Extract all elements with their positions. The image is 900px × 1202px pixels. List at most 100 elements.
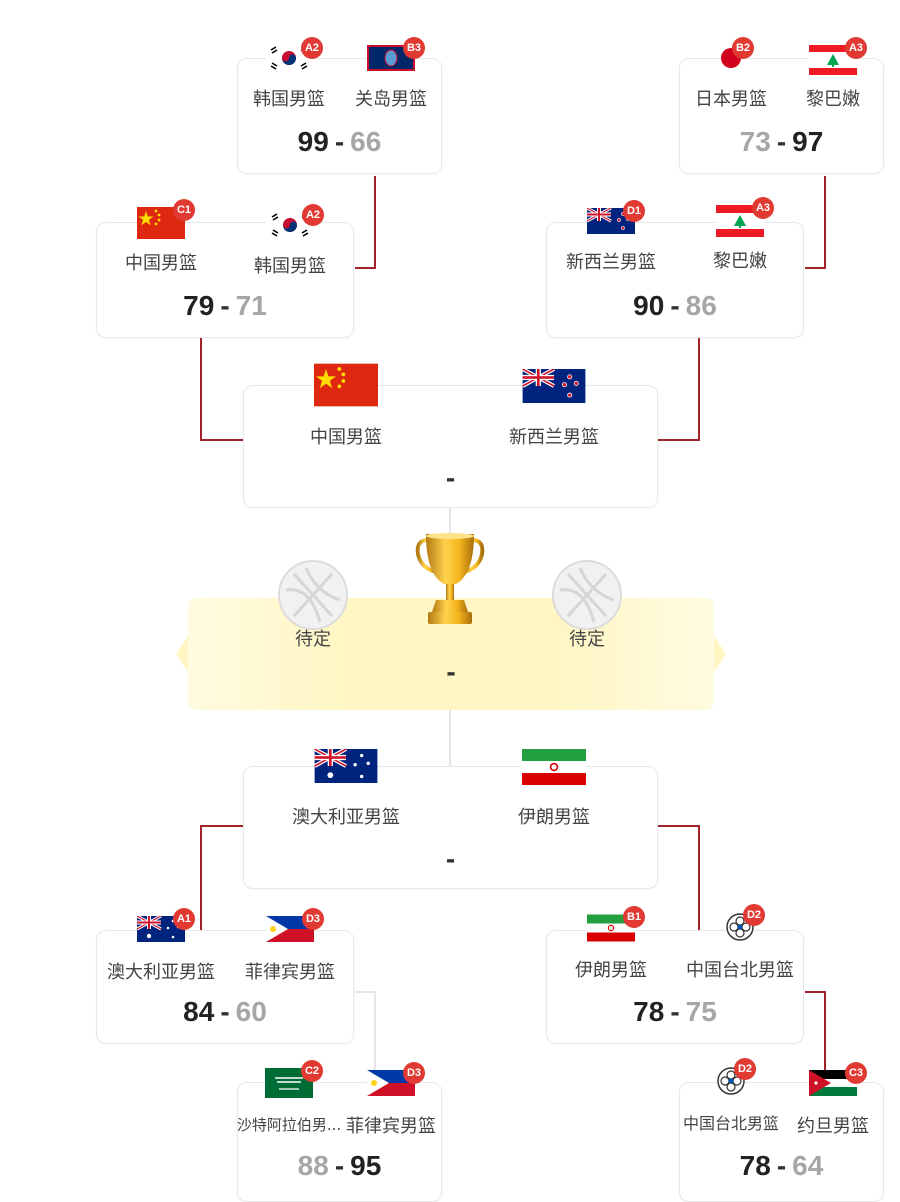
seed-badge: B2: [732, 37, 754, 59]
chinese-taipei-flag-icon: D2: [725, 904, 765, 942]
basketball-icon: [278, 560, 348, 630]
team-name: 关岛男篮: [355, 89, 427, 110]
seed-badge: C3: [845, 1062, 867, 1084]
seed-badge: C1: [173, 199, 195, 221]
team-philippines[interactable]: D3 菲律宾男篮: [230, 908, 350, 984]
seed-badge: D1: [623, 200, 645, 222]
team-name: 日本男篮: [695, 89, 767, 110]
match-score: -: [445, 843, 456, 874]
seed-badge: B3: [403, 37, 425, 59]
team-china[interactable]: C1 中国男篮: [101, 199, 221, 275]
team-name: 沙特阿拉伯男...: [236, 1116, 342, 1134]
seed-badge: A3: [752, 197, 774, 219]
team-name: 黎巴嫩: [713, 251, 767, 272]
lebanon-flag-icon: A3: [809, 37, 867, 75]
jordan-flag-icon: C3: [809, 1062, 867, 1096]
qf-match-3[interactable]: [96, 930, 354, 1044]
final-left-arrow: [176, 636, 188, 672]
team-name: 伊朗男篮: [575, 960, 647, 981]
team-guam[interactable]: B3 关岛男篮: [331, 37, 451, 111]
final-team-away: 待定: [569, 629, 605, 650]
seed-badge: D2: [743, 904, 765, 926]
qf-match-1[interactable]: [96, 222, 354, 338]
sf-match-2[interactable]: [243, 766, 658, 889]
philippines-flag-icon: D3: [367, 1062, 425, 1096]
team-name: 中国台北男篮: [682, 1114, 779, 1133]
new-zealand-flag-icon: D1: [587, 200, 645, 234]
seed-badge: D2: [734, 1058, 756, 1080]
team-name: 新西兰男篮: [566, 252, 656, 273]
team-name: 菲律宾男篮: [245, 962, 335, 983]
team-new-zealand[interactable]: 新西兰男篮: [494, 369, 614, 449]
lebanon-flag-icon: A3: [716, 197, 774, 237]
team-korea[interactable]: A2 韩国男篮: [229, 37, 349, 111]
team-saudi-arabia[interactable]: C2 沙特阿拉伯男...: [229, 1060, 349, 1135]
team-chinese-taipei[interactable]: D2 中国台北男篮: [680, 904, 800, 982]
team-chinese-taipei[interactable]: D2 中国台北男篮: [671, 1058, 791, 1134]
r16-match-1[interactable]: [237, 58, 442, 174]
team-korea[interactable]: A2 韩国男篮: [230, 204, 350, 278]
saudi-flag-icon: C2: [265, 1060, 323, 1098]
korea-flag-icon: A2: [265, 37, 323, 71]
iran-flag-icon: B1: [587, 906, 645, 942]
seed-badge: B1: [623, 906, 645, 928]
match-score: 79-71: [183, 290, 267, 321]
korea-flag-icon: A2: [266, 204, 324, 238]
r16-match-3[interactable]: [237, 1082, 442, 1202]
final-score: -: [446, 656, 456, 687]
china-flag-icon: C1: [137, 199, 195, 239]
team-name: 中国男篮: [310, 427, 382, 448]
new-zealand-flag-icon: [522, 369, 586, 403]
team-name: 菲律宾男篮: [346, 1116, 436, 1137]
r16-match-2[interactable]: [679, 58, 884, 174]
team-philippines[interactable]: D3 菲律宾男篮: [331, 1062, 451, 1138]
basketball-icon: [552, 560, 622, 630]
r16-match-4[interactable]: [679, 1082, 884, 1202]
team-name: 中国台北男篮: [686, 960, 794, 981]
final-team-home: 待定: [295, 629, 331, 650]
team-new-zealand[interactable]: D1 新西兰男篮: [551, 200, 671, 274]
team-name: 韩国男篮: [254, 256, 326, 277]
seed-badge: A2: [301, 37, 323, 59]
match-score: 84-60: [183, 996, 267, 1027]
team-name: 澳大利亚男篮: [107, 962, 215, 983]
seed-badge: A3: [845, 37, 867, 59]
team-iran[interactable]: B1 伊朗男篮: [551, 906, 671, 982]
match-score: 90-86: [633, 290, 717, 321]
team-australia[interactable]: A1 澳大利亚男篮: [101, 908, 221, 984]
team-name: 新西兰男篮: [509, 427, 599, 448]
chinese-taipei-flag-icon: D2: [716, 1058, 756, 1096]
seed-badge: A1: [173, 908, 195, 930]
match-score: 73-97: [739, 126, 824, 157]
philippines-flag-icon: D3: [266, 908, 324, 942]
team-lebanon[interactable]: A3 黎巴嫩: [680, 197, 800, 273]
team-name: 澳大利亚男篮: [292, 807, 400, 828]
team-japan[interactable]: B2 日本男篮: [671, 37, 791, 111]
qf-match-2[interactable]: [546, 222, 804, 338]
australia-flag-icon: A1: [137, 908, 195, 942]
team-china[interactable]: 中国男篮: [286, 363, 406, 449]
match-score: 99-66: [297, 126, 382, 157]
guam-flag-icon: B3: [367, 37, 425, 71]
team-lebanon[interactable]: A3 黎巴嫩: [773, 37, 893, 111]
team-name: 韩国男篮: [253, 89, 325, 110]
match-score: -: [445, 462, 456, 493]
sf-match-1[interactable]: [243, 385, 658, 508]
team-australia[interactable]: 澳大利亚男篮: [286, 749, 406, 829]
team-name: 伊朗男篮: [518, 807, 590, 828]
team-name: 约旦男篮: [797, 1116, 869, 1137]
team-jordan[interactable]: C3 约旦男篮: [773, 1062, 893, 1138]
team-iran[interactable]: 伊朗男篮: [494, 749, 614, 829]
seed-badge: C2: [301, 1060, 323, 1082]
team-name: 中国男篮: [125, 253, 197, 274]
match-score: 78-75: [633, 996, 717, 1027]
china-flag-icon: [314, 363, 378, 407]
australia-flag-icon: [314, 749, 378, 783]
match-score: 78-64: [739, 1150, 824, 1181]
seed-badge: A2: [302, 204, 324, 226]
seed-badge: D3: [403, 1062, 425, 1084]
final-right-arrow: [714, 636, 726, 672]
qf-match-4[interactable]: [546, 930, 804, 1044]
match-score: 88-95: [297, 1150, 382, 1181]
seed-badge: D3: [302, 908, 324, 930]
